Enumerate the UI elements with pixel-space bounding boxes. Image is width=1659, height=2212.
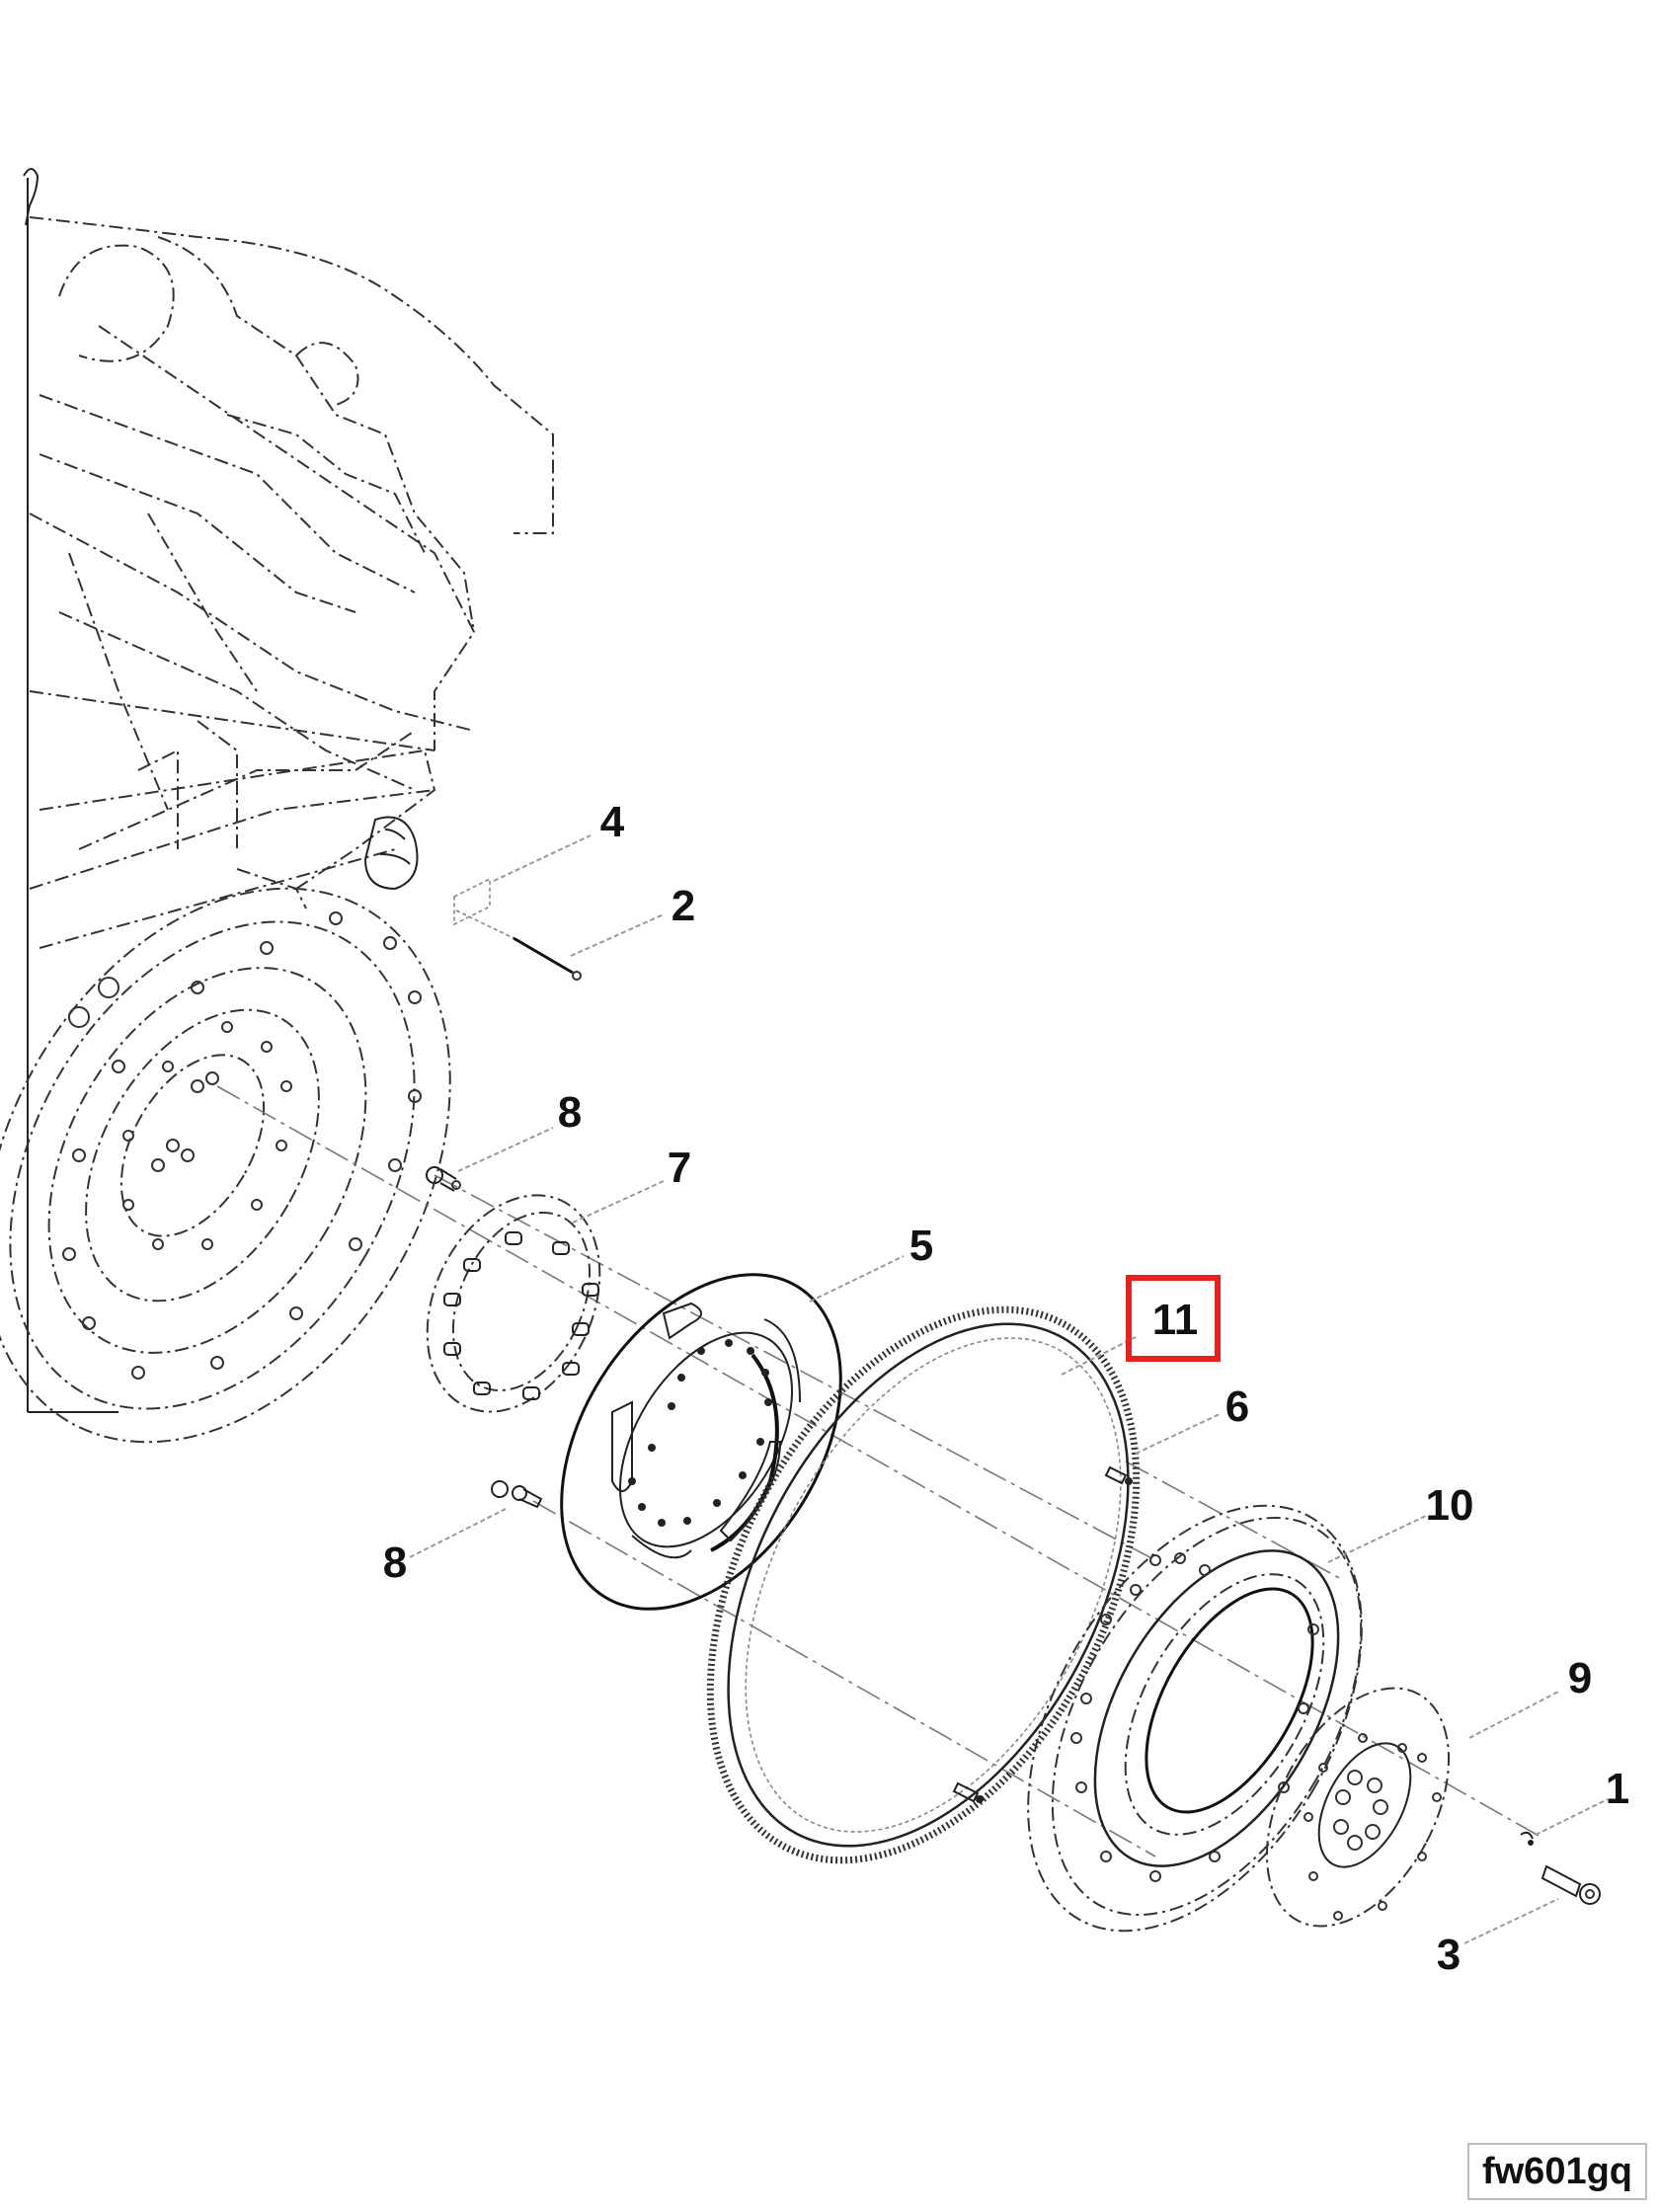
- engine-block-drawing: [23, 168, 554, 1412]
- callout-7[interactable]: 7: [667, 1144, 692, 1192]
- callout-8-upper[interactable]: 8: [557, 1088, 583, 1137]
- callout-6[interactable]: 6: [1224, 1382, 1250, 1431]
- callout-11[interactable]: 11: [1151, 1296, 1199, 1344]
- flywheel-bolt-holes: [62, 911, 422, 1380]
- callout-3[interactable]: 3: [1436, 1931, 1462, 1979]
- part-2-rod: [455, 909, 582, 981]
- part-8-bolt-lower: [491, 1480, 543, 1509]
- leader-lines: [409, 834, 1609, 1944]
- part-1-pin: [1520, 1831, 1534, 1846]
- engine-flywheel-drawing: [0, 887, 451, 1444]
- callout-2[interactable]: 2: [671, 882, 696, 930]
- part-10-flywheel: [1027, 1504, 1363, 1933]
- callout-10[interactable]: 10: [1425, 1481, 1474, 1530]
- highlight-box-callout-11: [1126, 1275, 1221, 1362]
- part-9-hub: [1265, 1687, 1451, 1928]
- callout-9[interactable]: 9: [1567, 1654, 1593, 1702]
- callout-1[interactable]: 1: [1605, 1765, 1630, 1813]
- callout-4[interactable]: 4: [599, 798, 625, 846]
- part-11-ring-gear: [706, 1305, 1141, 1864]
- part-6-dowel-pin-upper: [1104, 1465, 1133, 1485]
- part-7-bolt-ring: [426, 1194, 601, 1413]
- callout-5[interactable]: 5: [908, 1222, 934, 1270]
- part-6-dowel-pin-lower: [952, 1781, 984, 1803]
- assembly-centerlines: [216, 1085, 1541, 1857]
- figure-id-label: fw601gq: [1467, 2143, 1647, 2200]
- part-8-bolt-upper: [426, 1166, 461, 1192]
- callout-8-lower[interactable]: 8: [382, 1539, 408, 1587]
- part-3-capscrew: [1540, 1864, 1601, 1905]
- part-5-adapter-plate: [560, 1273, 842, 1611]
